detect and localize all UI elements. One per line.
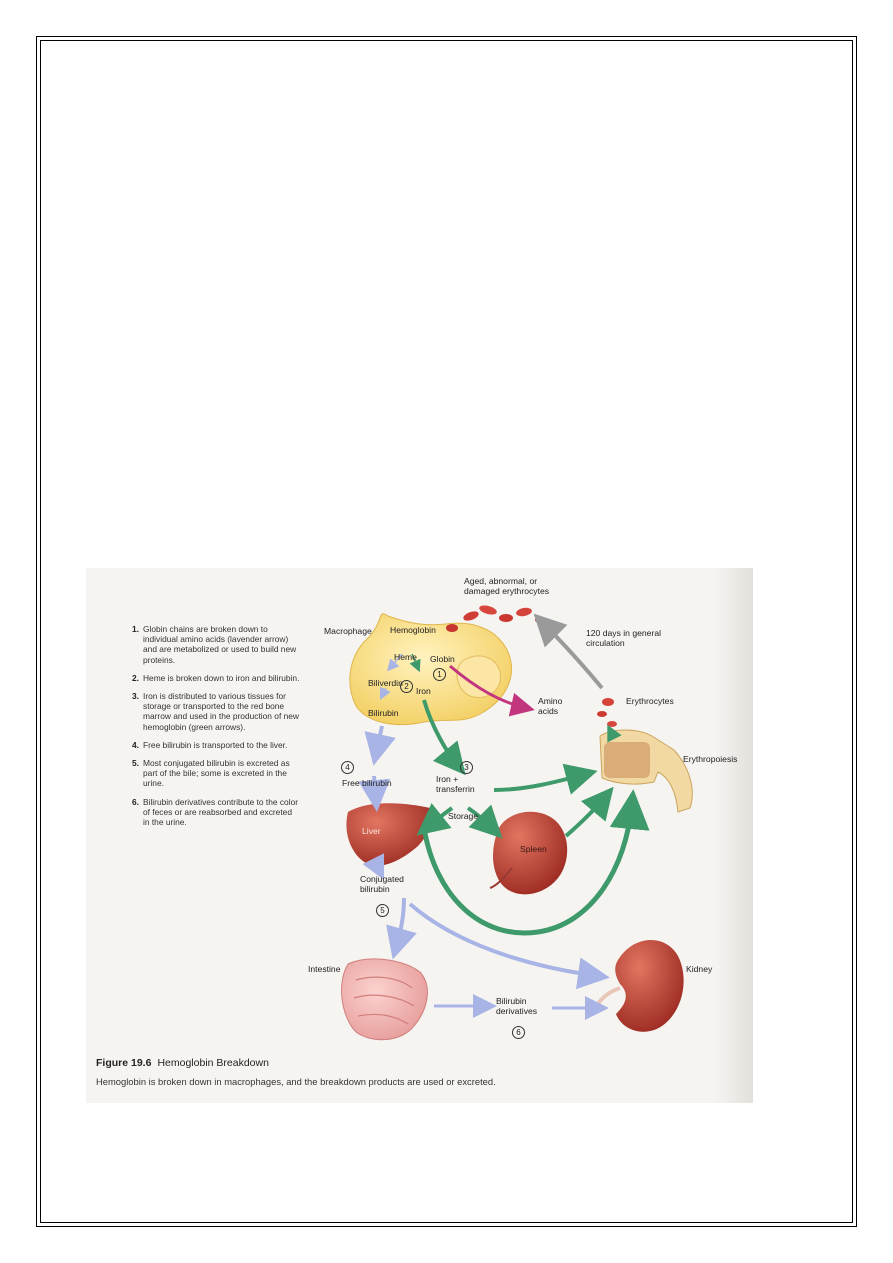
bilirubin-to-free-bilirubin-arrow: [364, 725, 396, 766]
label-free-bilirubin: Free bilirubin: [342, 778, 392, 788]
figure-caption-text: Hemoglobin is broken down in macrophages…: [96, 1076, 496, 1087]
step-text: Globin chains are broken down to individ…: [143, 624, 297, 665]
erythrocytes-icon: [597, 698, 617, 727]
figure-caption-title: Figure 19.6 Hemoglobin Breakdown: [96, 1057, 269, 1069]
label-amino-acids: Amino acids: [538, 696, 563, 716]
spleen-to-bone-marrow-arrow: [564, 786, 614, 838]
label-aged-erythrocytes: Aged, abnormal, or damaged erythrocytes: [464, 576, 550, 596]
figure-number: Figure 19.6: [96, 1057, 152, 1069]
page-border-outer: [36, 36, 857, 1227]
scan-shadow: [715, 568, 753, 1103]
label-conjugated-bilirubin: Conjugated bilirubin: [360, 874, 404, 894]
hemoglobin-breakdown-figure: 1.Globin chains are broken down to indiv…: [86, 568, 753, 1103]
step-item: 5.Most conjugated bilirubin is excreted …: [132, 758, 290, 789]
step-item: 1.Globin chains are broken down to indiv…: [132, 624, 297, 665]
label-globin: Globin: [430, 654, 455, 664]
liver-to-bone-marrow-arrow: [421, 789, 650, 936]
step-item: 4.Free bilirubin is transported to the l…: [132, 739, 288, 750]
step-marker-1: 1: [433, 668, 446, 681]
step-item: 2.Heme is broken down to iron and biliru…: [132, 672, 300, 683]
circulation-arrow: [533, 613, 604, 690]
label-hemoglobin: Hemoglobin: [390, 625, 436, 635]
label-kidney: Kidney: [686, 964, 713, 974]
transferrin-to-liver-arrow: [416, 803, 454, 836]
intestine-icon: [341, 958, 428, 1041]
label-storage: Storage: [448, 811, 479, 821]
conjugated-bilirubin-to-kidney-arrow: [408, 902, 610, 990]
spleen-icon: [493, 811, 568, 895]
label-120-days: 120 days in general circulation: [586, 628, 662, 648]
conjugated-bilirubin-to-intestine-arrow: [386, 897, 417, 960]
label-iron: Iron: [416, 686, 431, 696]
label-spleen: Spleen: [520, 844, 547, 854]
step-list: 1.Globin chains are broken down to indiv…: [132, 624, 300, 835]
figure-title: Hemoglobin Breakdown: [157, 1057, 269, 1069]
page-border-inner: [40, 40, 853, 1223]
step-marker-3: 3: [460, 761, 473, 774]
label-bilirubin: Bilirubin: [368, 708, 399, 718]
step-marker-2: 2: [400, 680, 413, 693]
transferrin-to-spleen-arrow: [466, 804, 503, 839]
label-heme: Heme: [394, 652, 417, 662]
step-text: Most conjugated bilirubin is excreted as…: [143, 758, 290, 789]
step-text: Heme is broken down to iron and bilirubi…: [143, 672, 300, 683]
liver-icon: [346, 803, 434, 866]
label-bilirubin-derivatives: Bilirubin derivatives: [496, 996, 538, 1016]
free-bilirubin-to-liver-arrow: [358, 775, 391, 812]
biliverdin-to-bilirubin-arrow: [379, 686, 391, 701]
heme-to-iron-arrow: [409, 653, 421, 673]
label-intestine: Intestine: [308, 964, 341, 974]
step-text: Bilirubin derivatives contribute to the …: [143, 796, 299, 828]
step-marker-5: 5: [376, 904, 389, 917]
label-liver: Liver: [362, 826, 381, 836]
label-biliverdin: Biliverdin: [368, 678, 403, 688]
transferrin-to-bone-marrow-arrow: [493, 763, 598, 795]
step-marker-4: 4: [341, 761, 354, 774]
label-macrophage: Macrophage: [324, 626, 372, 636]
iron-to-transferrin-arrow: [422, 699, 466, 776]
label-erythrocytes: Erythrocytes: [626, 696, 674, 706]
label-erythropoiesis: Erythropoiesis: [683, 754, 738, 764]
bone-marrow-icon: [599, 729, 693, 813]
liver-to-conjugated-bilirubin-arrow: [362, 853, 385, 881]
pathway-diagram: [341, 605, 693, 1041]
label-iron-transferrin: Iron + transferrin: [436, 774, 475, 794]
step-item: 6.Bilirubin derivatives contribute to th…: [132, 796, 299, 828]
step-marker-6: 6: [512, 1026, 525, 1039]
step-text: Free bilirubin is transported to the liv…: [143, 739, 288, 750]
bone-marrow-to-erythrocytes-arrow: [607, 724, 622, 743]
kidney-icon: [615, 939, 684, 1032]
heme-to-biliverdin-arrow: [387, 653, 403, 672]
step-text: Iron is distributed to various tissues f…: [143, 691, 299, 732]
globin-to-amino-acids-arrow: [449, 664, 535, 717]
step-item: 3.Iron is distributed to various tissues…: [132, 691, 299, 732]
